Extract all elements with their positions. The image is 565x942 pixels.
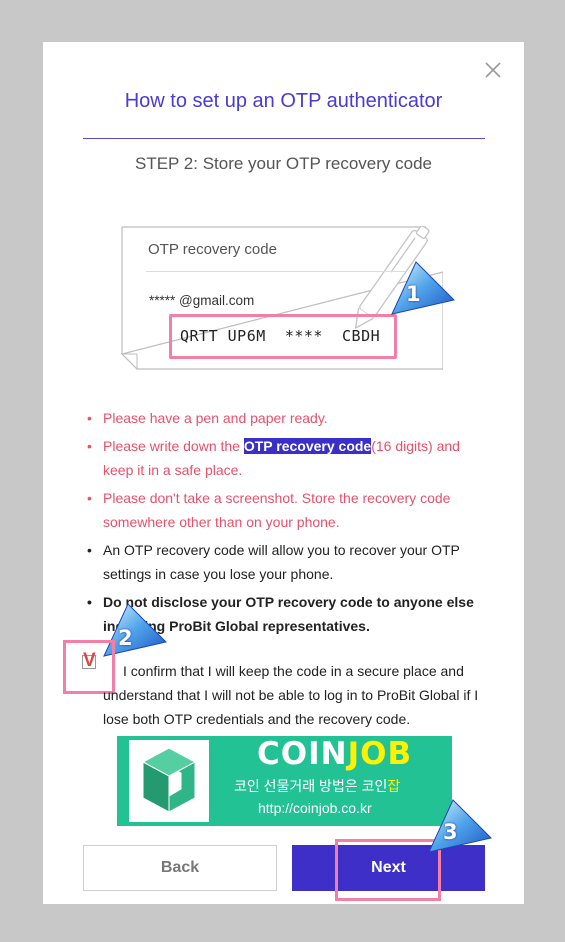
note-text: An OTP recovery code will allow you to r… bbox=[103, 542, 460, 582]
tagline-accent: 잡 bbox=[387, 778, 401, 794]
instruction-list: Please have a pen and paper ready. Pleas… bbox=[87, 406, 483, 642]
annotation-number: 3 bbox=[443, 820, 458, 844]
confirm-checkbox[interactable] bbox=[82, 655, 96, 669]
annotation-number: 2 bbox=[118, 626, 133, 650]
list-item: Do not disclose your OTP recovery code t… bbox=[87, 590, 483, 638]
note-text: Do not disclose your OTP recovery code t… bbox=[103, 594, 474, 634]
brand-accent: JOB bbox=[347, 736, 413, 772]
next-button[interactable]: Next bbox=[292, 845, 485, 891]
annotation-badge-1: 1 bbox=[388, 260, 458, 316]
banner-tagline: 코인 선물거래 방법은 코인잡 bbox=[234, 776, 400, 796]
back-button[interactable]: Back bbox=[83, 845, 277, 891]
next-button-highlight bbox=[335, 839, 441, 901]
coinjob-logo bbox=[129, 740, 209, 822]
tagline-part: 코인 선물거래 방법은 코인 bbox=[234, 778, 388, 794]
confirm-text: I confirm that I will keep the code in a… bbox=[103, 659, 483, 731]
recovery-code-highlight bbox=[169, 314, 397, 359]
close-icon[interactable] bbox=[483, 60, 503, 80]
note-text: Please don't take a screenshot. Store th… bbox=[103, 490, 451, 530]
recovery-code: QRTT UP6M **** CBDH bbox=[180, 327, 381, 345]
brand-part: COIN bbox=[257, 736, 348, 772]
annotation-badge-2: 2 bbox=[100, 602, 170, 658]
modal-title: How to set up an OTP authenticator bbox=[124, 90, 443, 112]
list-item: Please write down the OTP recovery code(… bbox=[87, 434, 483, 482]
otp-setup-modal: How to set up an OTP authenticator STEP … bbox=[43, 42, 524, 904]
cube-ring-icon bbox=[141, 747, 197, 813]
arrow-badge-icon bbox=[391, 261, 455, 315]
annotation-badge-3: 3 bbox=[425, 798, 495, 854]
card-divider bbox=[146, 271, 406, 272]
confirm-label: I confirm that I will keep the code in a… bbox=[103, 663, 479, 727]
checkbox-highlight bbox=[63, 640, 115, 694]
card-email: ***** @gmail.com bbox=[149, 293, 255, 308]
title-divider bbox=[83, 138, 485, 139]
list-item: An OTP recovery code will allow you to r… bbox=[87, 538, 483, 586]
list-item: Please have a pen and paper ready. bbox=[87, 406, 483, 430]
step-heading: STEP 2: Store your OTP recovery code bbox=[134, 154, 432, 173]
note-text: Please write down the bbox=[103, 438, 244, 454]
recovery-card-illustration bbox=[121, 226, 443, 370]
check-mark: V bbox=[83, 650, 96, 671]
note-text: (16 digits) and keep it in a safe place. bbox=[103, 438, 460, 478]
banner-url: http://coinjob.co.kr bbox=[258, 800, 372, 816]
coinjob-banner: COINJOB 코인 선물거래 방법은 코인잡 http://coinjob.c… bbox=[117, 736, 452, 826]
arrow-badge-icon bbox=[103, 603, 167, 657]
card-label: OTP recovery code bbox=[148, 241, 277, 258]
highlighted-term: OTP recovery code bbox=[243, 438, 372, 454]
list-item: Please don't take a screenshot. Store th… bbox=[87, 486, 483, 534]
annotation-number: 1 bbox=[406, 282, 421, 306]
banner-brand: COINJOB bbox=[257, 736, 412, 772]
arrow-badge-icon bbox=[428, 799, 492, 853]
note-text: Please have a pen and paper ready. bbox=[103, 410, 328, 426]
